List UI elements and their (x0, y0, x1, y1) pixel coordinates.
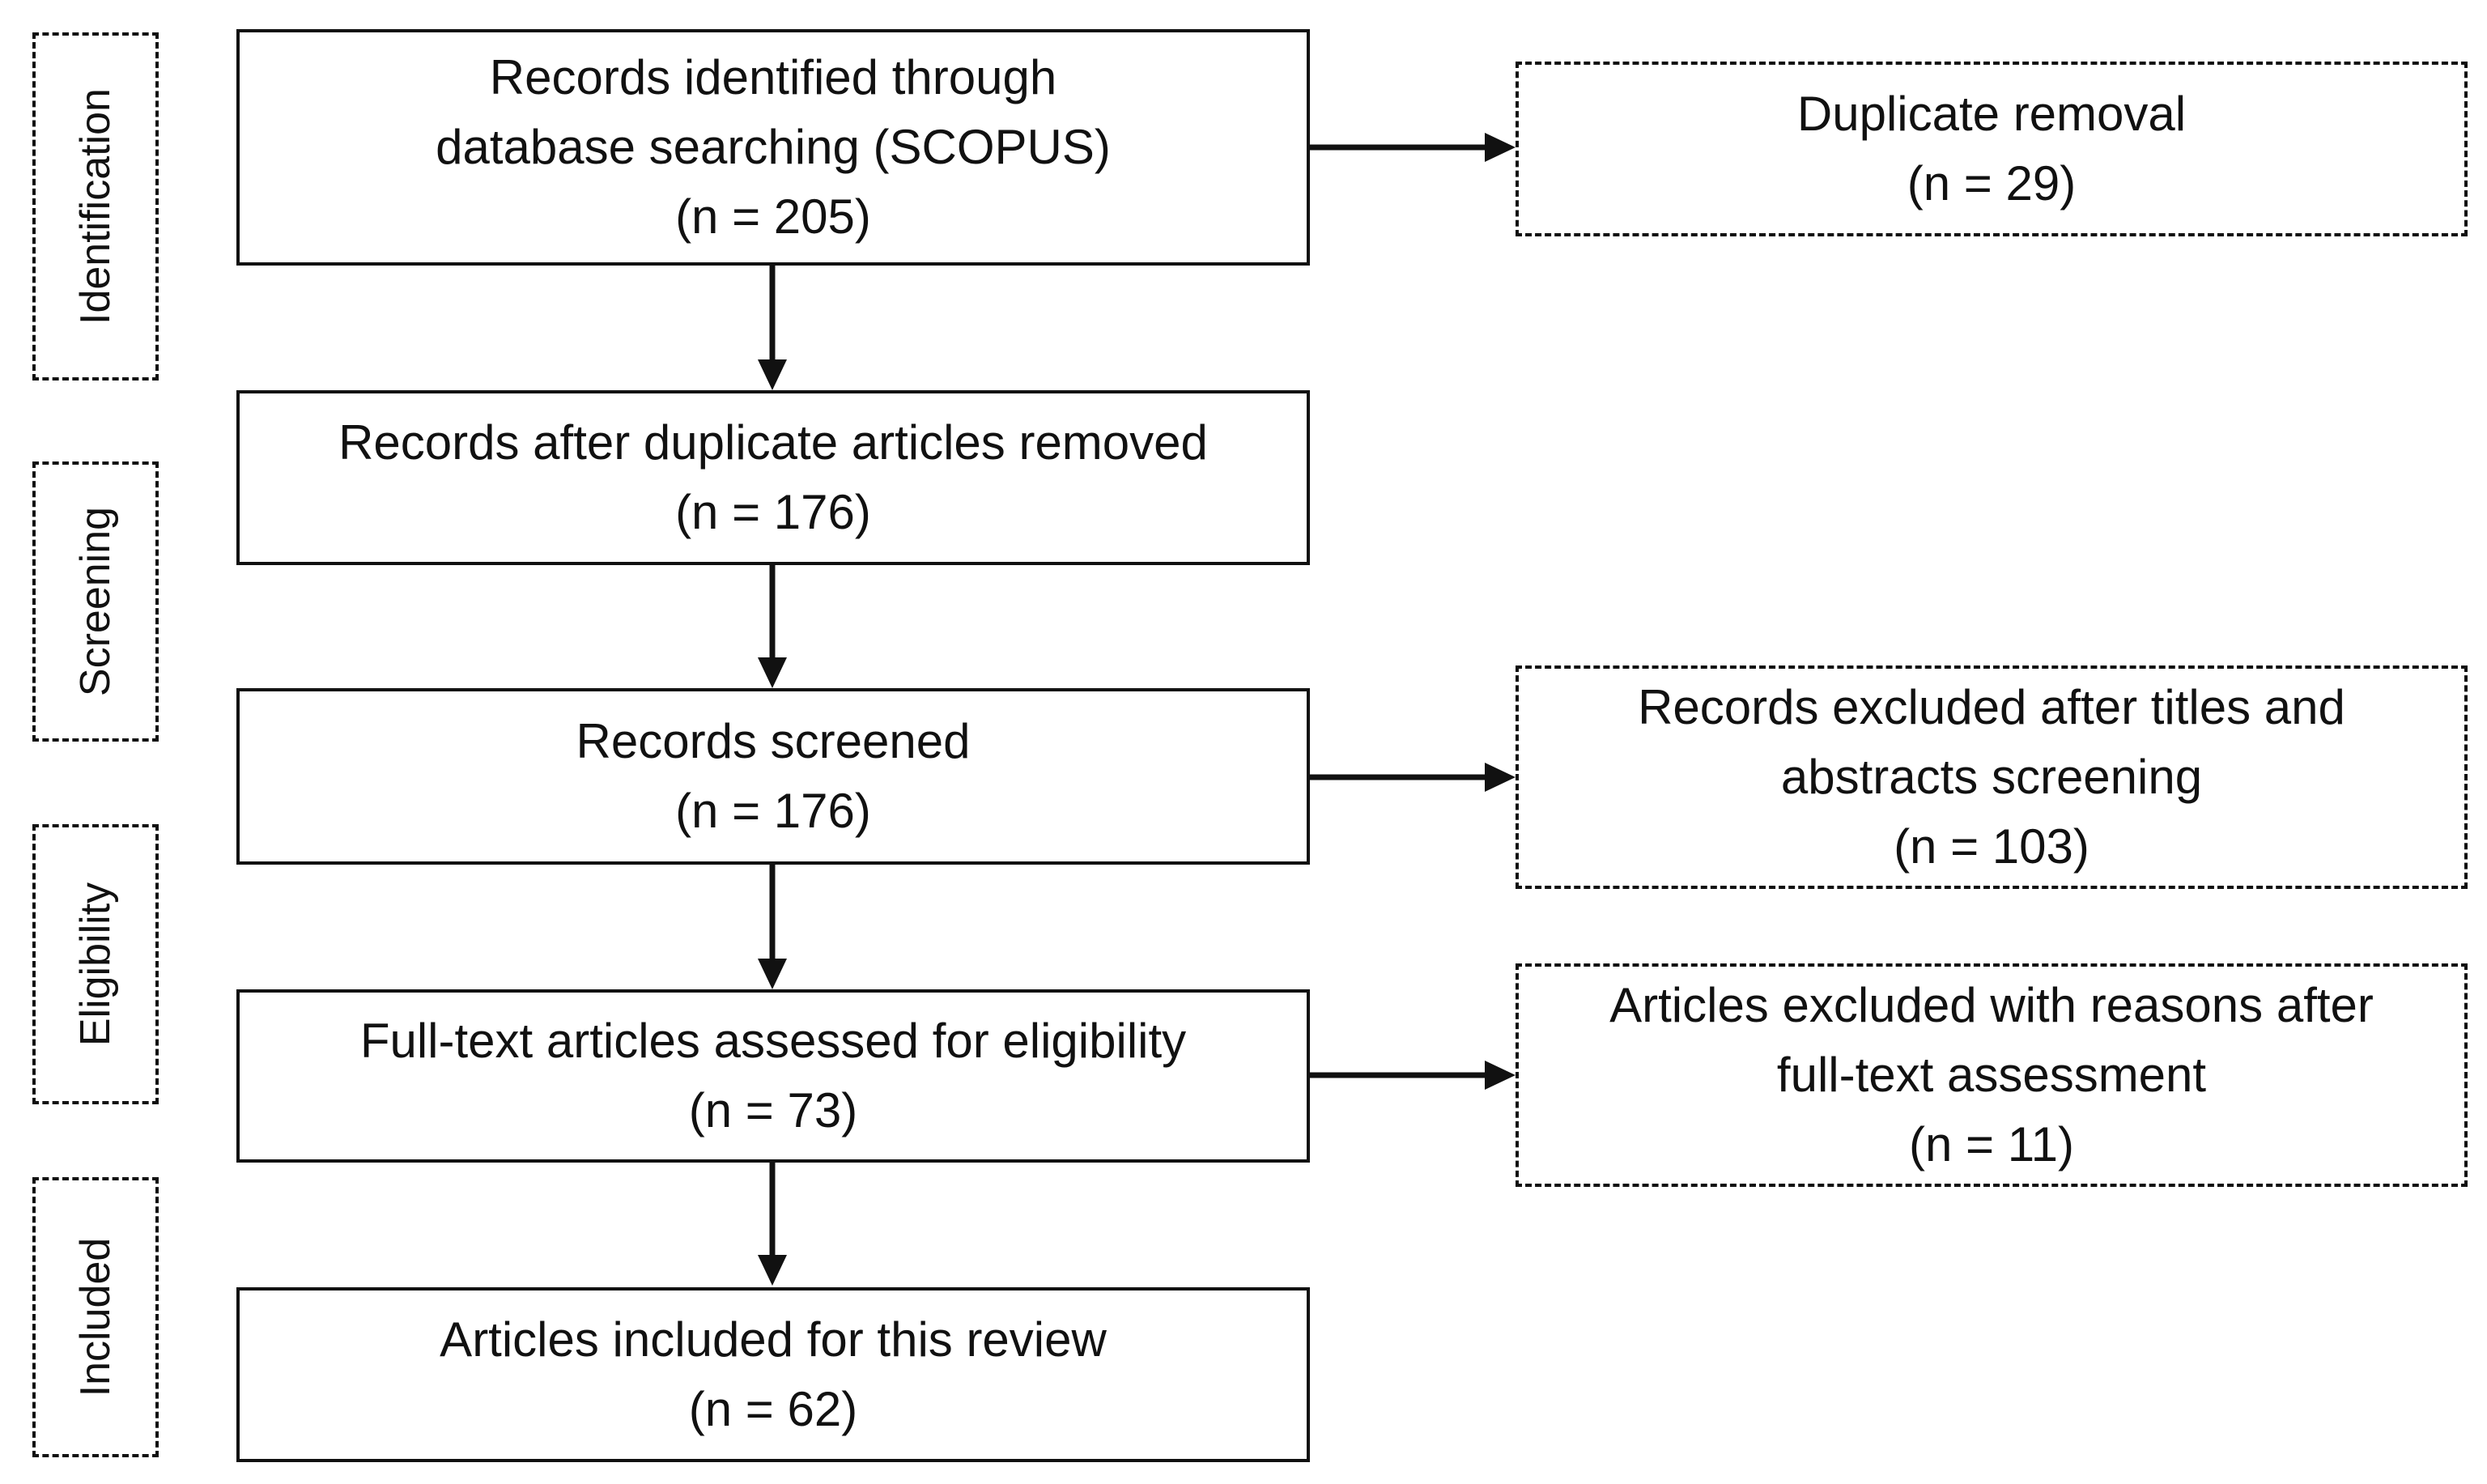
arrowhead-down-2 (758, 657, 787, 688)
box-records-screened-count: (n = 176) (675, 784, 871, 838)
box-articles-included-count: (n = 62) (688, 1382, 858, 1436)
box-duplicate-removal: Duplicate removal (n = 29) (1516, 62, 2468, 236)
stage-eligibility: Eligibility (32, 824, 159, 1104)
box-excluded-titles-abstracts-line-2: abstracts screening (1780, 750, 2203, 804)
box-articles-included-line-1: Articles included for this review (440, 1312, 1107, 1367)
box-excluded-full-text: Articles excluded with reasons after ful… (1516, 963, 2468, 1187)
box-records-screened-line-1: Records screened (576, 714, 971, 768)
arrowhead-down-4 (758, 1255, 787, 1286)
box-records-identified-line-2: database searching (SCOPUS) (436, 120, 1111, 174)
box-full-text-assessed-line-1: Full-text articles assessed for eligibil… (359, 1014, 1187, 1068)
arrowhead-right-1 (1485, 133, 1516, 162)
box-excluded-titles-abstracts-count: (n = 103) (1894, 819, 2090, 874)
box-excluded-full-text-line-2: full-text assessment (1776, 1048, 2207, 1102)
box-excluded-titles-abstracts: Records excluded after titles and abstra… (1516, 665, 2468, 889)
box-full-text-assessed: Full-text articles assessed for eligibil… (236, 989, 1310, 1163)
box-duplicate-removal-count: (n = 29) (1907, 156, 2077, 210)
box-excluded-full-text-count: (n = 11) (1909, 1117, 2074, 1171)
arrowhead-right-3 (1485, 1061, 1516, 1090)
stage-identification: Identification (32, 32, 159, 381)
box-articles-included: Articles included for this review (n = 6… (236, 1287, 1310, 1462)
box-records-screened: Records screened (n = 176) (236, 688, 1310, 865)
arrowhead-right-2 (1485, 763, 1516, 792)
box-excluded-full-text-line-1: Articles excluded with reasons after (1609, 978, 2374, 1032)
box-full-text-assessed-count: (n = 73) (688, 1083, 858, 1137)
box-records-after-duplicates: Records after duplicate articles removed… (236, 390, 1310, 565)
box-records-after-duplicates-count: (n = 176) (675, 485, 871, 539)
box-duplicate-removal-line-1: Duplicate removal (1796, 87, 2187, 141)
arrowhead-down-3 (758, 959, 787, 989)
stage-screening: Screening (32, 461, 159, 742)
box-records-identified-count: (n = 205) (675, 189, 871, 244)
stage-included: Included (32, 1177, 159, 1457)
arrowhead-down-1 (758, 359, 787, 390)
box-records-after-duplicates-line-1: Records after duplicate articles removed (338, 415, 1208, 470)
box-records-identified: Records identified through database sear… (236, 29, 1310, 266)
box-records-identified-line-1: Records identified through (489, 50, 1057, 104)
box-excluded-titles-abstracts-line-1: Records excluded after titles and (1638, 680, 2345, 734)
